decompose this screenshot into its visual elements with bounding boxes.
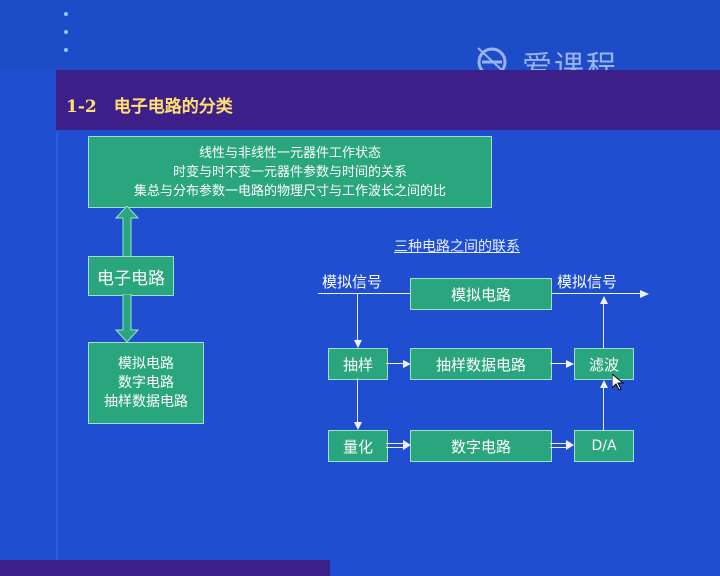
da-label: D/A xyxy=(591,438,617,454)
filter-label: 滤波 xyxy=(588,355,619,374)
mouse-cursor-icon xyxy=(612,374,625,391)
signal-line xyxy=(603,302,604,348)
bottom-band xyxy=(0,560,330,576)
electronic-circuit-label: 电子电路 xyxy=(97,268,165,289)
digital-circuit-box: 数字电路 xyxy=(410,430,552,462)
classification-line: 集总与分布参数一电路的物理尺寸与工作波长之间的比 xyxy=(133,183,446,199)
analog-circuit-box: 模拟电路 xyxy=(410,278,552,310)
top-band xyxy=(0,0,720,70)
circuit-types-box: 模拟电路 数字电路 抽样数据电路 xyxy=(88,342,204,424)
arrow-right-icon xyxy=(403,360,411,368)
arrow-up-icon xyxy=(600,380,608,388)
arrow-right-icon xyxy=(403,440,411,450)
decor-dot xyxy=(64,30,68,34)
signal-line xyxy=(357,378,358,424)
sampling-label: 抽样 xyxy=(342,355,373,374)
output-signal-label: 模拟信号 xyxy=(557,273,618,291)
electronic-circuit-box: 电子电路 xyxy=(88,256,174,296)
page-title: 1-2 电子电路的分类 xyxy=(66,97,233,117)
arrow-right-icon xyxy=(566,440,574,450)
signal-line xyxy=(603,386,604,430)
quantize-box: 量化 xyxy=(328,430,388,462)
circuit-type: 模拟电路 xyxy=(118,355,174,372)
classification-line: 线性与非线性一元器件工作状态 xyxy=(198,145,381,161)
quantize-label: 量化 xyxy=(342,437,373,456)
signal-line xyxy=(357,294,358,344)
analog-circuit-label: 模拟电路 xyxy=(450,285,511,304)
arrow-up-icon xyxy=(600,296,608,304)
arrow-down-icon xyxy=(354,340,362,348)
circuit-type: 抽样数据电路 xyxy=(104,393,188,410)
title-bar: 1-2 电子电路的分类 xyxy=(56,70,720,130)
signal-line xyxy=(550,363,568,364)
arrow-right-icon xyxy=(640,290,649,298)
classification-line: 时变与时不变一元器件参数与时间的关系 xyxy=(172,164,407,180)
circuit-type: 数字电路 xyxy=(118,374,174,391)
decor-dot xyxy=(64,48,68,52)
double-arrow-icon xyxy=(114,206,140,258)
signal-line xyxy=(550,447,568,448)
signal-line xyxy=(386,363,406,364)
signal-line xyxy=(386,443,406,444)
decor-dot xyxy=(64,12,68,16)
sampling-box: 抽样 xyxy=(328,348,388,380)
arrow-down-icon xyxy=(354,422,362,430)
classification-box: 线性与非线性一元器件工作状态 时变与时不变一元器件参数与时间的关系 集总与分布参… xyxy=(88,136,492,208)
da-box: D/A xyxy=(574,430,634,462)
digital-circuit-label: 数字电路 xyxy=(450,437,511,456)
left-rule xyxy=(56,132,58,576)
signal-line xyxy=(386,447,406,448)
relation-heading: 三种电路之间的联系 xyxy=(394,239,520,255)
double-arrow-icon xyxy=(114,294,140,342)
sampled-data-circuit-box: 抽样数据电路 xyxy=(410,348,552,380)
sampled-data-circuit-label: 抽样数据电路 xyxy=(435,355,526,374)
arrow-right-icon xyxy=(566,360,574,368)
filter-box: 滤波 xyxy=(574,348,634,380)
signal-line xyxy=(550,443,568,444)
input-signal-label: 模拟信号 xyxy=(322,273,383,291)
